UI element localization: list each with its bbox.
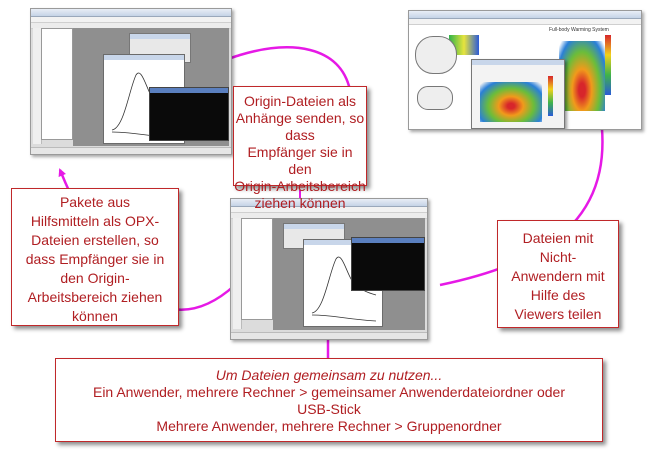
viewer-share-box: Dateien mit Nicht- Anwendern mit Hilfe d… [497,220,619,328]
viewer-title: Full-body Warming System [549,27,609,33]
origin-window-middle [230,198,428,340]
file-sharing-box: Um Dateien gemeinsam zu nutzen... Ein An… [55,358,603,442]
opx-package-box: Pakete aus Hilfsmitteln als OPX- Dateien… [11,188,179,326]
origin-window-top-left [30,8,232,155]
viewer-window-top-right: Full-body Warming System [408,10,642,130]
sharing-heading: Um Dateien gemeinsam zu nutzen... [215,367,443,383]
email-attachments-box: Origin-Dateien als Anhänge senden, so da… [233,86,367,211]
